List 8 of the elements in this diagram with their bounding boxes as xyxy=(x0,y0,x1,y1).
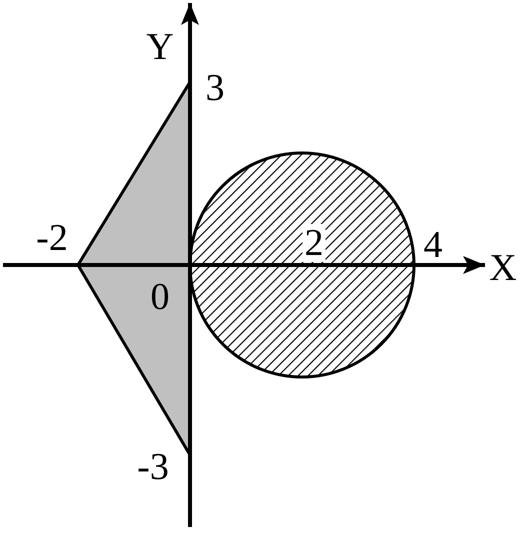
tick-label: 2 xyxy=(302,224,326,262)
tick-label: 3 xyxy=(206,69,224,107)
tick-label: 4 xyxy=(424,226,442,264)
tick-label: -2 xyxy=(36,219,68,257)
axis-label: Y xyxy=(146,28,174,66)
origin-label: 0 xyxy=(150,278,170,316)
axis-label: X xyxy=(489,249,517,287)
tick-label: -3 xyxy=(137,448,169,486)
